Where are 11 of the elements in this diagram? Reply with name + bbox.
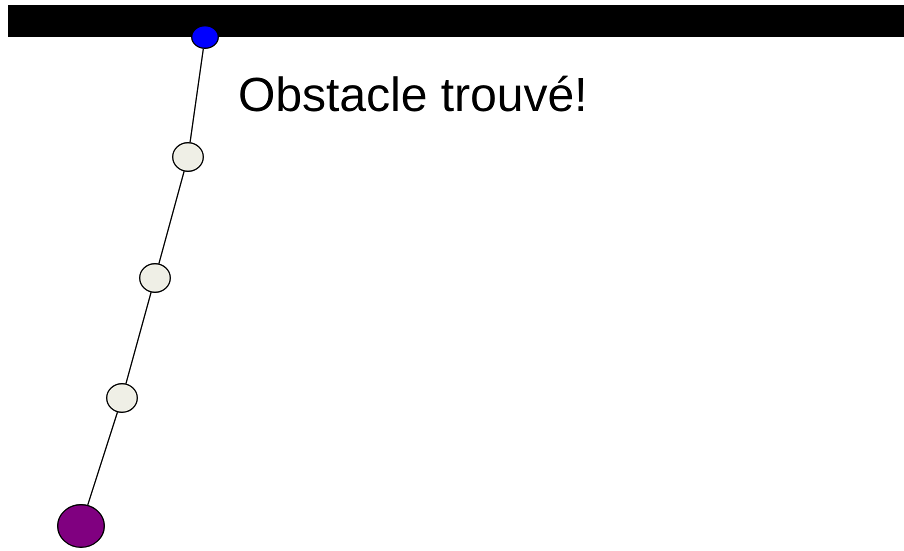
start-circle [57,504,105,548]
path-line [125,292,152,384]
path-line [158,171,185,264]
waypoint-circle [106,383,138,413]
status-text: Obstacle trouvé! [238,68,588,123]
waypoint-circle [139,263,171,293]
path-line [87,412,118,506]
robot-circle [191,25,219,49]
waypoint-circle [172,142,204,172]
path-line [189,48,204,142]
obstacle-bar [8,5,904,37]
